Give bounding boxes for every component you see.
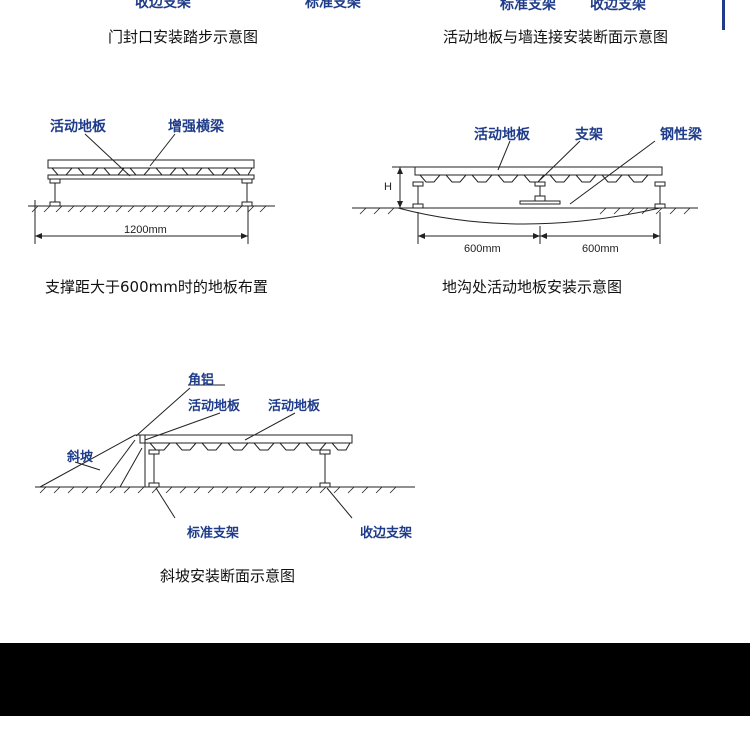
edge-marker bbox=[722, 0, 725, 30]
slope-label-standard: 标准支架 bbox=[187, 526, 240, 541]
top-label-standard-support-right: 标准支架 bbox=[500, 0, 556, 13]
caption-span-over-600: 支撑距大于600mm时的地板布置 bbox=[45, 278, 268, 296]
trench-diagram-lines bbox=[352, 140, 698, 244]
span-diagram-lines bbox=[28, 133, 275, 244]
top-label-edge-support-right: 收边支架 bbox=[590, 0, 646, 13]
trench-height-mark: H bbox=[384, 181, 392, 193]
slope-label-edge: 收边支架 bbox=[360, 526, 413, 541]
slope-label-ramp: 斜坡 bbox=[67, 450, 94, 465]
caption-trench: 地沟处活动地板安装示意图 bbox=[442, 278, 623, 296]
span-label-beam: 增强横梁 bbox=[168, 119, 224, 135]
caption-door-seal: 门封口安装踏步示意图 bbox=[108, 28, 259, 46]
slope-label-angle: 角铝 bbox=[188, 373, 215, 388]
caption-wall-connection: 活动地板与墙连接安装断面示意图 bbox=[443, 28, 669, 46]
trench-label-floor: 活动地板 bbox=[474, 127, 530, 143]
slope-label-floor-2: 活动地板 bbox=[268, 399, 321, 414]
trench-dimension-left: 600mm bbox=[464, 243, 501, 255]
span-label-floor: 活动地板 bbox=[50, 119, 106, 135]
bottom-black-band bbox=[0, 643, 750, 716]
dimension-arrows bbox=[35, 167, 660, 239]
trench-label-steel-beam: 钢性梁 bbox=[660, 127, 702, 143]
slope-diagram-lines bbox=[35, 384, 415, 519]
caption-slope: 斜坡安装断面示意图 bbox=[160, 567, 296, 585]
top-label-edge-support: 收边支架 bbox=[135, 0, 191, 11]
trench-dimension-right: 600mm bbox=[582, 243, 619, 255]
top-label-standard-support: 标准支架 bbox=[305, 0, 361, 11]
span-dimension: 1200mm bbox=[124, 224, 167, 236]
trench-label-support: 支架 bbox=[575, 127, 603, 143]
slope-label-floor-1: 活动地板 bbox=[188, 399, 241, 414]
